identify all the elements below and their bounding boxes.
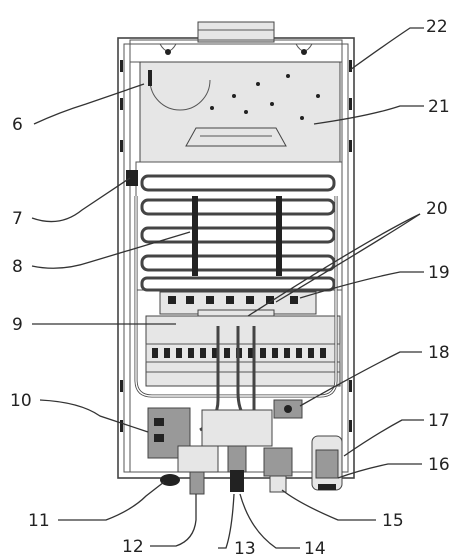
mounting-bracket <box>129 39 343 63</box>
callout-18: 18 <box>428 343 450 363</box>
callout-labels: 6 7 8 9 10 11 12 13 14 15 16 17 18 19 20… <box>10 17 450 555</box>
water-valve <box>201 409 293 493</box>
callout-21: 21 <box>428 97 450 117</box>
heater-drawing <box>117 21 355 495</box>
callout-15: 15 <box>382 511 404 531</box>
leader-20a <box>275 213 421 303</box>
callout-12: 12 <box>122 537 144 555</box>
leader-17 <box>343 419 424 457</box>
leader-lines <box>31 27 424 549</box>
callout-9: 9 <box>12 315 23 335</box>
leader-10 <box>39 399 149 433</box>
leader-6 <box>33 83 145 125</box>
callout-17: 17 <box>428 411 450 431</box>
callout-14: 14 <box>304 539 326 555</box>
leader-19 <box>299 271 424 299</box>
callout-13: 13 <box>234 539 256 555</box>
callout-7: 7 <box>12 209 23 229</box>
leader-8 <box>31 231 191 269</box>
leader-16 <box>337 463 422 479</box>
leader-22 <box>349 27 424 71</box>
battery-box <box>311 435 343 491</box>
flue-hood <box>139 61 341 163</box>
leader-11 <box>58 481 165 521</box>
callout-22: 22 <box>426 17 448 37</box>
callout-19: 19 <box>428 263 450 283</box>
heat-exchanger <box>126 161 343 292</box>
callout-16: 16 <box>428 455 450 475</box>
callout-10: 10 <box>10 391 32 411</box>
callout-6: 6 <box>12 115 23 135</box>
callout-11: 11 <box>28 511 50 531</box>
leader-18 <box>299 351 422 407</box>
callout-8: 8 <box>12 257 23 277</box>
burner <box>145 315 341 387</box>
flue-outlet <box>197 21 275 43</box>
leader-12 <box>150 494 197 547</box>
callout-20: 20 <box>426 199 448 219</box>
gas-valve <box>147 407 219 495</box>
leader-15 <box>281 489 376 521</box>
water-sensor <box>273 399 303 419</box>
leader-21 <box>313 105 424 125</box>
leader-13 <box>218 493 235 549</box>
leader-14 <box>239 493 300 549</box>
leader-7 <box>31 177 131 223</box>
leader-20b <box>247 213 421 317</box>
